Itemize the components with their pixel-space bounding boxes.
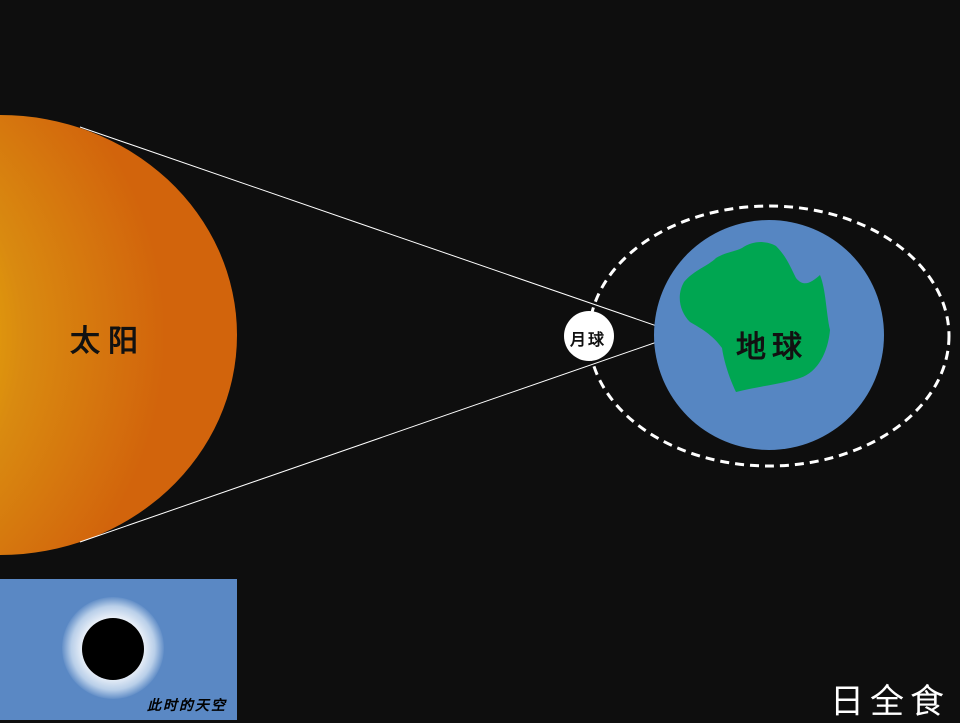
sun-label: 太阳	[70, 316, 146, 360]
page-title: 日全食	[830, 674, 950, 723]
earth-label: 地球	[736, 322, 808, 366]
moon-label: 月球	[570, 326, 606, 350]
sky-inset-caption: 此时的天空	[147, 695, 227, 715]
sky-inset-panel: 此时的天空	[0, 579, 237, 720]
eclipsed-sun-disc	[82, 618, 144, 680]
